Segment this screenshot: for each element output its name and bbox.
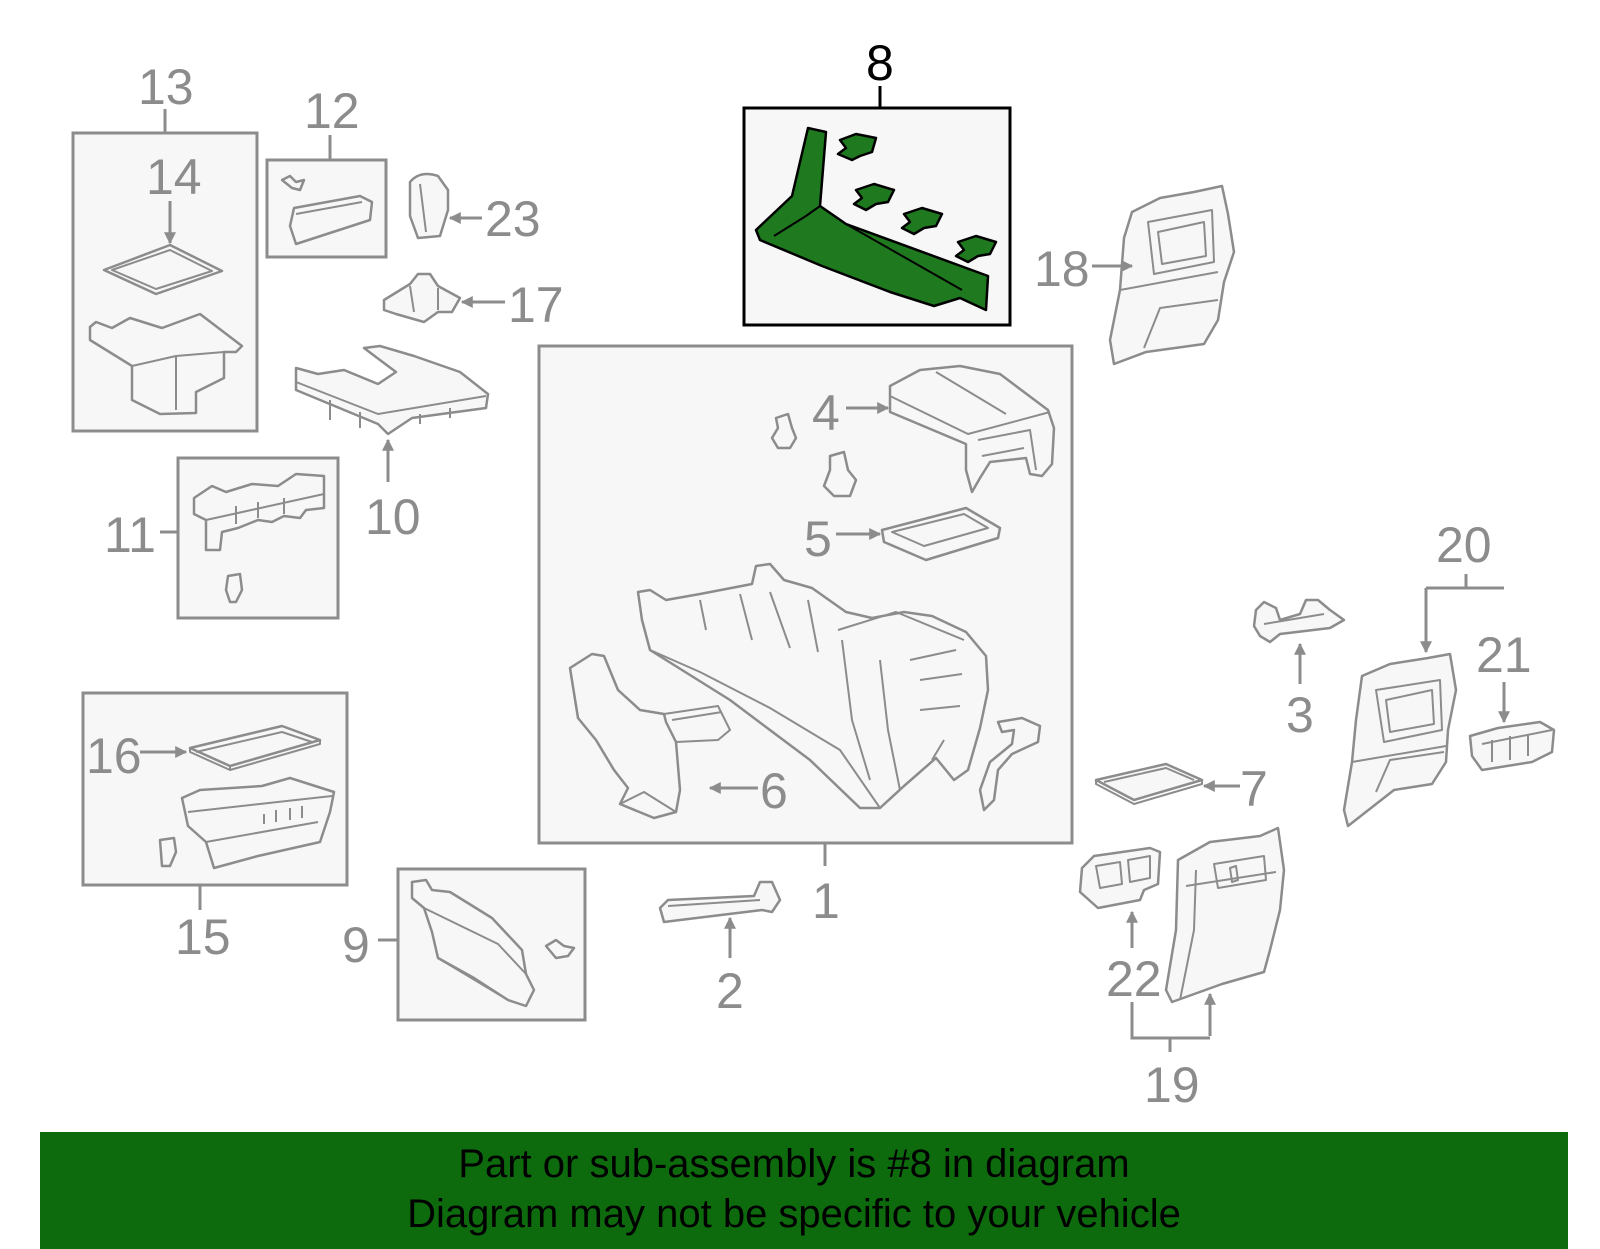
callout-7: 7 [1240, 761, 1268, 817]
part-14-lid [102, 243, 224, 296]
group-15[interactable]: 15 16 [81, 691, 349, 965]
info-banner-bg [40, 1132, 1568, 1249]
callout-9: 9 [342, 917, 370, 973]
part-3[interactable]: 3 [1252, 598, 1346, 743]
part-22[interactable]: 22 [1078, 846, 1162, 1007]
part-10[interactable]: 10 [294, 344, 490, 545]
bolt-large [822, 450, 858, 498]
banner-line-2: Diagram may not be specific to your vehi… [407, 1192, 1181, 1236]
callout-10: 10 [365, 489, 421, 545]
part-21[interactable]: 21 [1468, 627, 1556, 772]
group-1[interactable]: 1 4 5 6 [537, 344, 1074, 929]
callout-3: 3 [1286, 687, 1314, 743]
callout-18: 18 [1034, 241, 1090, 297]
part-4 [888, 364, 1056, 494]
part-9 [410, 878, 536, 1008]
group-9[interactable]: 9 [342, 867, 587, 1022]
callout-1: 1 [812, 873, 840, 929]
part-23[interactable]: 23 [408, 172, 541, 247]
callout-19: 19 [1144, 1057, 1200, 1113]
console-body [636, 562, 990, 810]
callout-6: 6 [760, 763, 788, 819]
part-20[interactable]: 20 [1342, 517, 1504, 828]
part-5 [880, 506, 1002, 562]
callout-17: 17 [508, 277, 564, 333]
callout-20: 20 [1436, 517, 1492, 573]
callout-12: 12 [304, 83, 360, 139]
part-12 [288, 194, 374, 246]
banner-line-1: Part or sub-assembly is #8 in diagram [458, 1142, 1130, 1186]
part-8-panel [754, 126, 990, 312]
group-11[interactable]: 11 [104, 456, 340, 620]
part-8-clip-3 [900, 206, 944, 236]
callout-22: 22 [1106, 951, 1162, 1007]
callout-4: 4 [812, 385, 840, 441]
part-2[interactable]: 2 [658, 880, 782, 1019]
bolt-small [770, 412, 798, 450]
part-6 [568, 652, 682, 820]
callout-21: 21 [1476, 627, 1532, 683]
part-8-clip-2 [852, 182, 896, 212]
callout-16: 16 [86, 728, 142, 784]
cable [978, 716, 1042, 812]
callout-2: 2 [716, 963, 744, 1019]
part-7[interactable]: 7 [1094, 761, 1268, 817]
part-18[interactable]: 18 [1034, 184, 1236, 366]
callout-15: 15 [175, 909, 231, 965]
callout-13: 13 [138, 59, 194, 115]
group-12[interactable]: 12 [265, 83, 388, 259]
part-19[interactable]: 19 [1130, 826, 1286, 1113]
part-17[interactable]: 17 [382, 272, 564, 333]
group-13[interactable]: 13 14 [71, 59, 259, 433]
callout-23: 23 [485, 191, 541, 247]
callout-8: 8 [866, 35, 894, 91]
callout-11: 11 [104, 507, 156, 563]
callout-5: 5 [804, 511, 832, 567]
callout-14: 14 [146, 149, 202, 205]
info-banner: Part or sub-assembly is #8 in diagram Di… [40, 1132, 1568, 1249]
part-8-clip-1 [836, 132, 878, 162]
group-8-highlighted[interactable]: 8 [742, 35, 1012, 327]
part-8-clip-4 [954, 234, 998, 264]
